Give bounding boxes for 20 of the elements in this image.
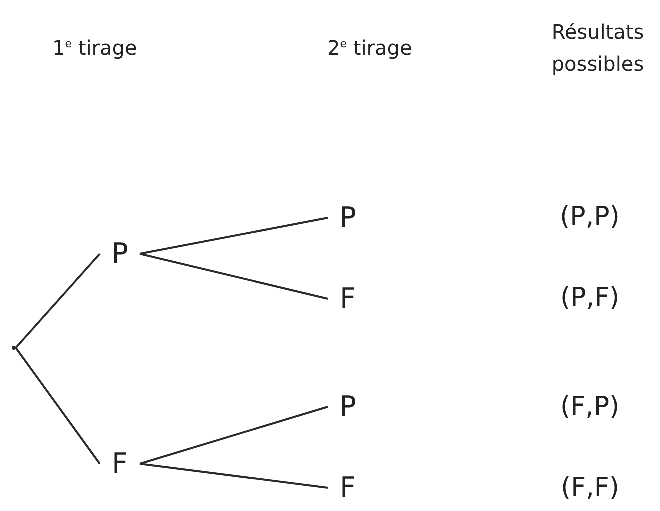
column-heading: 1$^{e}$ tirage [52, 35, 138, 62]
outcome-letter: P [340, 393, 356, 421]
result-pair: (F,F) [561, 472, 620, 505]
tree-branch [15, 347, 101, 465]
outcome-letter: P [340, 204, 356, 232]
tree-branch [140, 406, 328, 465]
tree-branch [15, 253, 101, 349]
column-heading: 2$^{e}$ tirage [328, 35, 412, 62]
outcome-letter: F [340, 285, 356, 313]
outcome-letter: F [112, 450, 128, 478]
tree-branch [140, 217, 328, 255]
result-pair: (P,P) [560, 201, 620, 234]
result-pair: (F,P) [560, 391, 620, 424]
tree-branch [140, 253, 328, 300]
outcome-letter: P [112, 240, 128, 268]
outcome-letter: F [340, 474, 356, 502]
branch-point [12, 346, 16, 350]
result-pair: (P,F) [560, 282, 620, 315]
column-heading: Résultats possibles [550, 19, 646, 78]
tree-branch [140, 463, 328, 489]
